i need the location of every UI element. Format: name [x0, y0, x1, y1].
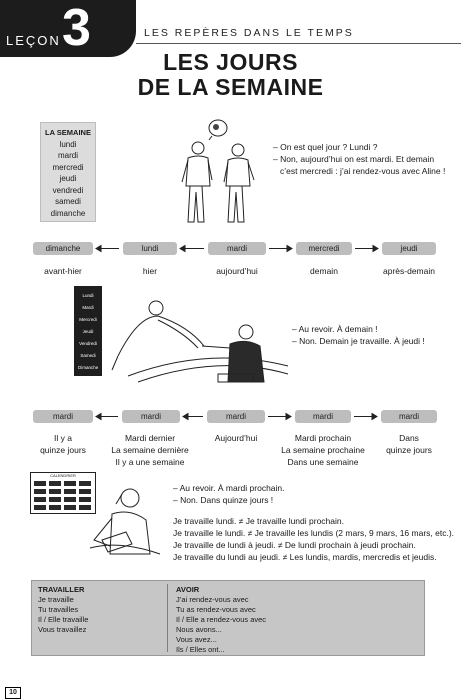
dialogue-3: – Au revoir. À mardi prochain. – Non. Da… [173, 482, 353, 506]
label-line: Mardi dernier [124, 433, 176, 443]
label-line: La semaine dernière [111, 445, 189, 455]
week-day: mercredi [52, 162, 84, 172]
calendar-grid: CALENDRIER [30, 472, 96, 514]
day-pill-mardi-5: mardi [381, 410, 437, 423]
label-line: Dans [399, 433, 419, 443]
label-hier: hier [142, 266, 158, 276]
grammar-title: TRAVAILLER [38, 585, 85, 594]
label-aujourdhui: aujourd’hui [216, 266, 258, 276]
page-title-line2: DE LA SEMAINE [137, 74, 324, 100]
label-line: quinze jours [386, 445, 432, 455]
label-mardi-dernier: Mardi dernier La semaine dernière Il y a… [100, 432, 200, 468]
day-pill-lundi: lundi [123, 242, 177, 255]
day-pill-mardi-2: mardi [122, 410, 180, 423]
dialogue-1: – On est quel jour ? Lundi ? – Non, aujo… [273, 141, 458, 177]
week-day: samedi [55, 197, 81, 206]
grammar-line: Il / Elle travaille [38, 615, 89, 624]
day-pill-mardi-4: mardi [295, 410, 351, 423]
calendar-day: Dimanche [78, 365, 99, 370]
grammar-line: Vous avez... [176, 635, 217, 644]
dialogue-line: – Non. Demain je travaille. À jeudi ! [292, 336, 425, 346]
label-line: Aujourd’hui [214, 433, 258, 443]
rubric-title: LES REPÈRES DANS LE TEMPS [144, 27, 354, 39]
grammar-line: Tu as rendez-vous avec [176, 605, 256, 614]
grammar-travailler: TRAVAILLER Je travaille Tu travailles Il… [38, 585, 164, 635]
dialogue-2: – Au revoir. À demain ! – Non. Demain je… [292, 323, 457, 347]
grammar-divider [167, 584, 168, 652]
label-line: quinze jours [40, 445, 86, 455]
calendar-day: Mardi [82, 305, 94, 310]
calendar-title: CALENDRIER [50, 473, 76, 478]
grammar-line: Nous avons... [176, 625, 222, 634]
lesson-number: 3 [62, 0, 91, 57]
page-number: 10 [5, 687, 21, 699]
label-line: La semaine prochaine [281, 445, 365, 455]
day-pill-mardi-3: mardi [207, 410, 265, 423]
lesson-tab [0, 0, 136, 57]
label-line: Il y a [54, 433, 72, 443]
label-dans-quinze-jours: Dans quinze jours [369, 432, 449, 456]
week-day: vendredi [52, 185, 84, 195]
label-demain: demain [310, 266, 338, 276]
calendar-day: Mercredi [79, 317, 97, 322]
example-sentences: Je travaille lundi. ≠ Je travaille lundi… [173, 515, 458, 563]
dialogue-line: c’est mercredi : j’ai rendez-vous avec A… [280, 166, 446, 176]
day-pill-jeudi: jeudi [382, 242, 436, 255]
label-line: Dans une semaine [287, 457, 359, 467]
calendar-day: Lundi [82, 293, 94, 298]
sentence: Je travaille le lundi. ≠ Je travaille le… [173, 528, 455, 538]
label-il-y-a-quinze-jours: Il y a quinze jours [23, 432, 103, 456]
week-day: mardi [57, 151, 78, 160]
label-line: Mardi prochain [294, 433, 352, 443]
page-title-line1: LES JOURS [163, 49, 298, 75]
rubric-rule [136, 43, 461, 44]
grammar-line: J’ai rendez-vous avec [176, 595, 249, 604]
label-apres-demain: après-demain [383, 266, 435, 276]
grammar-title: AVOIR [176, 585, 200, 594]
label-line: Il y a une semaine [115, 457, 185, 467]
day-pill-mardi: mardi [208, 242, 266, 255]
grammar-box [31, 580, 425, 656]
grammar-line: Tu travailles [38, 605, 79, 614]
day-pill-dimanche: dimanche [33, 242, 93, 255]
vertical-calendar: Lundi Mardi Mercredi Jeudi Vendredi Same… [74, 286, 102, 376]
sentence: Je travaille lundi. ≠ Je travaille lundi… [173, 516, 344, 526]
dialogue-line: – Non. Dans quinze jours ! [173, 495, 274, 505]
handshake-illustration [111, 300, 289, 383]
dialogue-line: – Au revoir. À demain ! [292, 324, 378, 334]
day-pill-mercredi: mercredi [296, 242, 352, 255]
label-mardi-prochain: Mardi prochain La semaine prochaine Dans… [270, 432, 376, 468]
grammar-line: Il / Elle a rendez-vous avec [176, 615, 267, 624]
week-day: dimanche [50, 208, 86, 218]
label-aujourdhui-2: Aujourd’hui [196, 432, 276, 444]
dialogue-line: – Au revoir. À mardi prochain. [173, 483, 285, 493]
phone-man-illustration [89, 488, 161, 555]
calendar-cells [34, 481, 91, 510]
week-box: LA SEMAINE lundi mardi mercredi jeudi ve… [40, 122, 96, 222]
dialogue-line: – On est quel jour ? Lundi ? [273, 142, 378, 152]
grammar-line: Je travaille [38, 595, 74, 604]
day-pill-mardi-1: mardi [33, 410, 93, 423]
grammar-line: Vous travaillez [38, 625, 87, 634]
page-title: LES JOURS DE LA SEMAINE [0, 50, 461, 100]
lesson-word: LEÇON [6, 33, 61, 48]
week-day: lundi [59, 139, 77, 149]
week-box-heading: LA SEMAINE [45, 128, 91, 137]
week-day: jeudi [59, 174, 77, 183]
sentence: Je travaille du lundi au jeudi. ≠ Les lu… [173, 552, 437, 562]
sentence: Je travaille de lundi à jeudi. ≠ De lund… [173, 540, 416, 550]
calendar-day: Vendredi [79, 341, 97, 346]
grammar-line: Ils / Elles ont... [176, 645, 225, 654]
calendar-day: Samedi [80, 353, 96, 358]
calendar-day: Jeudi [82, 329, 94, 334]
two-men-illustration [181, 119, 255, 223]
dialogue-line: – Non, aujourd’hui on est mardi. Et dema… [273, 154, 435, 164]
grammar-avoir: AVOIR J’ai rendez-vous avec Tu as rendez… [176, 585, 416, 655]
label-avant-hier: avant-hier [44, 266, 82, 276]
